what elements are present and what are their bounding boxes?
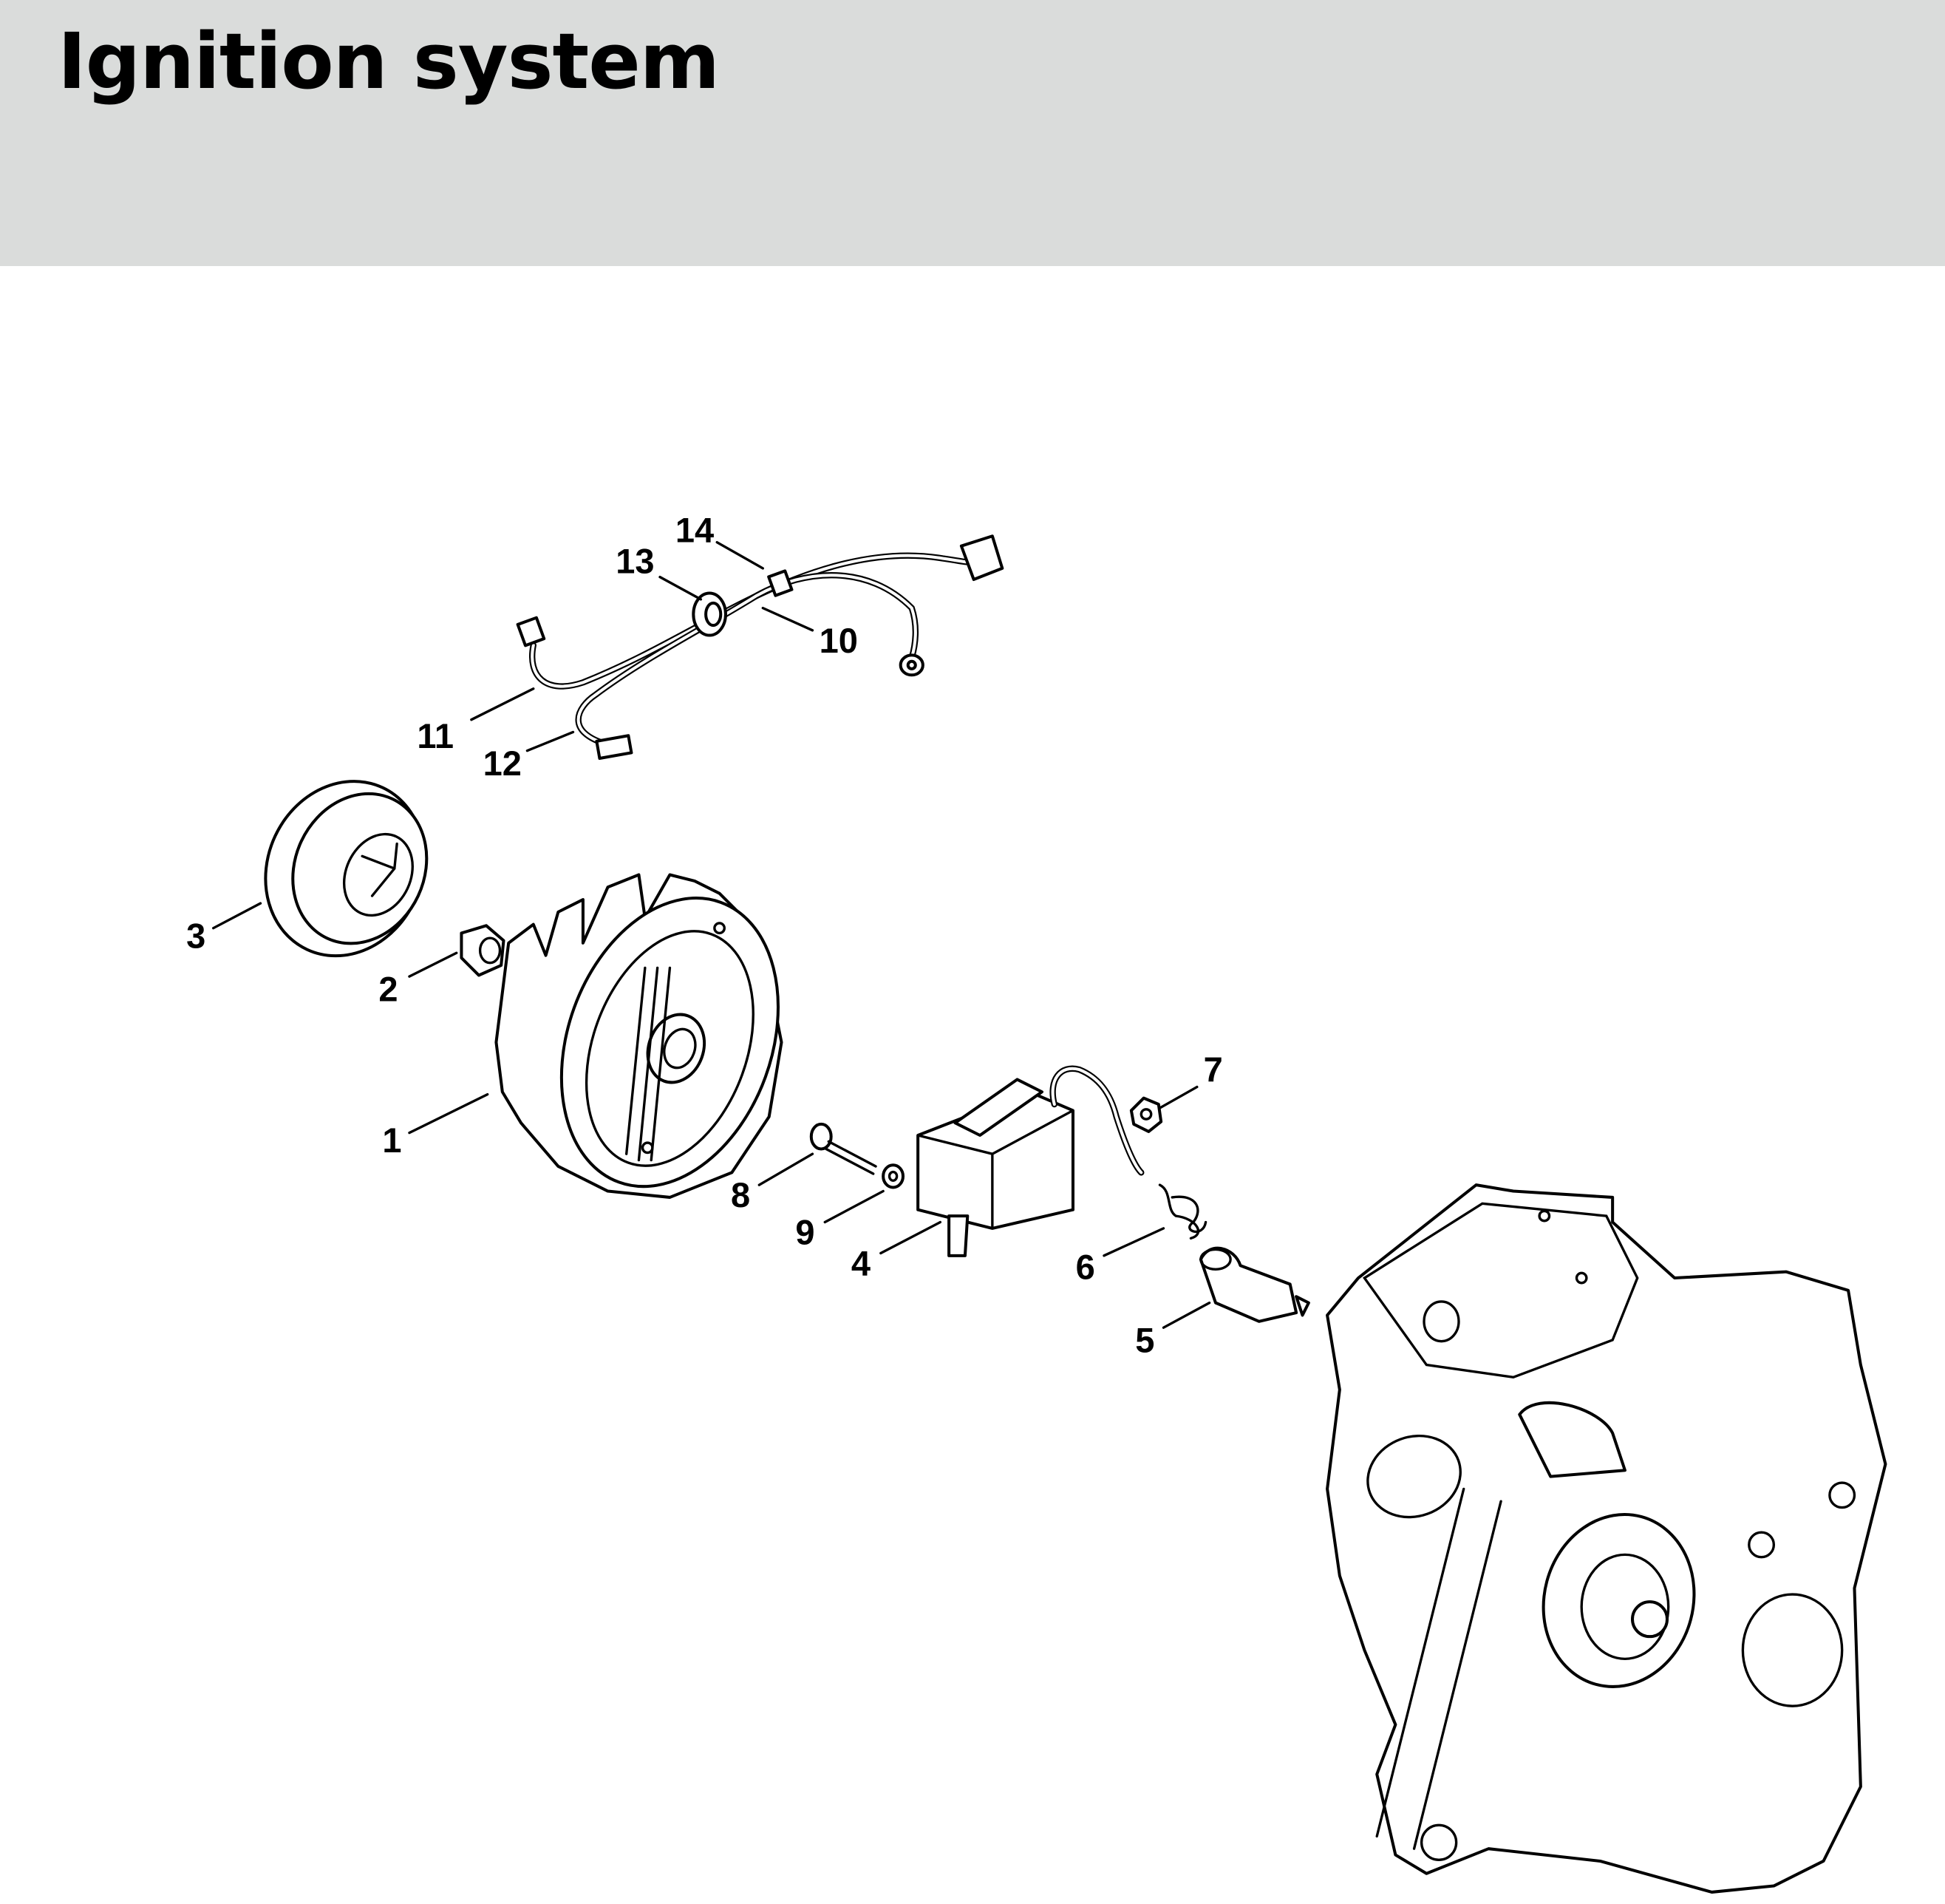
part-5-spark-plug-boot[interactable]: [1199, 1246, 1310, 1323]
leader-lines: [212, 540, 1211, 1329]
callout-13[interactable]: 13: [616, 541, 654, 580]
part-2-nut[interactable]: [460, 924, 505, 977]
wiring-harness[interactable]: [516, 534, 1004, 760]
part-9-washer[interactable]: [882, 1163, 905, 1189]
callout-11[interactable]: 11: [417, 716, 454, 755]
callout-10[interactable]: 10: [820, 621, 858, 660]
header-bar: Ignition system: [0, 0, 1945, 266]
callout-14[interactable]: 14: [675, 510, 714, 549]
callout-6[interactable]: 6: [1076, 1247, 1095, 1286]
callout-8[interactable]: 8: [731, 1175, 750, 1214]
part-1-flywheel[interactable]: [494, 868, 816, 1217]
callout-5[interactable]: 5: [1135, 1320, 1154, 1359]
part-4-ignition-module[interactable]: [916, 1065, 1145, 1257]
callout-7[interactable]: 7: [1204, 1050, 1223, 1089]
callout-12[interactable]: 12: [483, 744, 522, 783]
callout-3[interactable]: 3: [186, 916, 205, 955]
part-8-screw[interactable]: [809, 1122, 877, 1175]
callout-4[interactable]: 4: [851, 1243, 871, 1282]
callout-1[interactable]: 1: [382, 1121, 401, 1160]
part-3-fan-wheel[interactable]: [237, 755, 452, 982]
callout-2[interactable]: 2: [378, 969, 398, 1008]
part-6-spring[interactable]: [1158, 1183, 1207, 1240]
page-title: Ignition system: [58, 16, 720, 106]
callout-9[interactable]: 9: [795, 1212, 814, 1251]
engine-crankcase: [1326, 1183, 1887, 1894]
part-7-nut[interactable]: [1129, 1096, 1163, 1133]
